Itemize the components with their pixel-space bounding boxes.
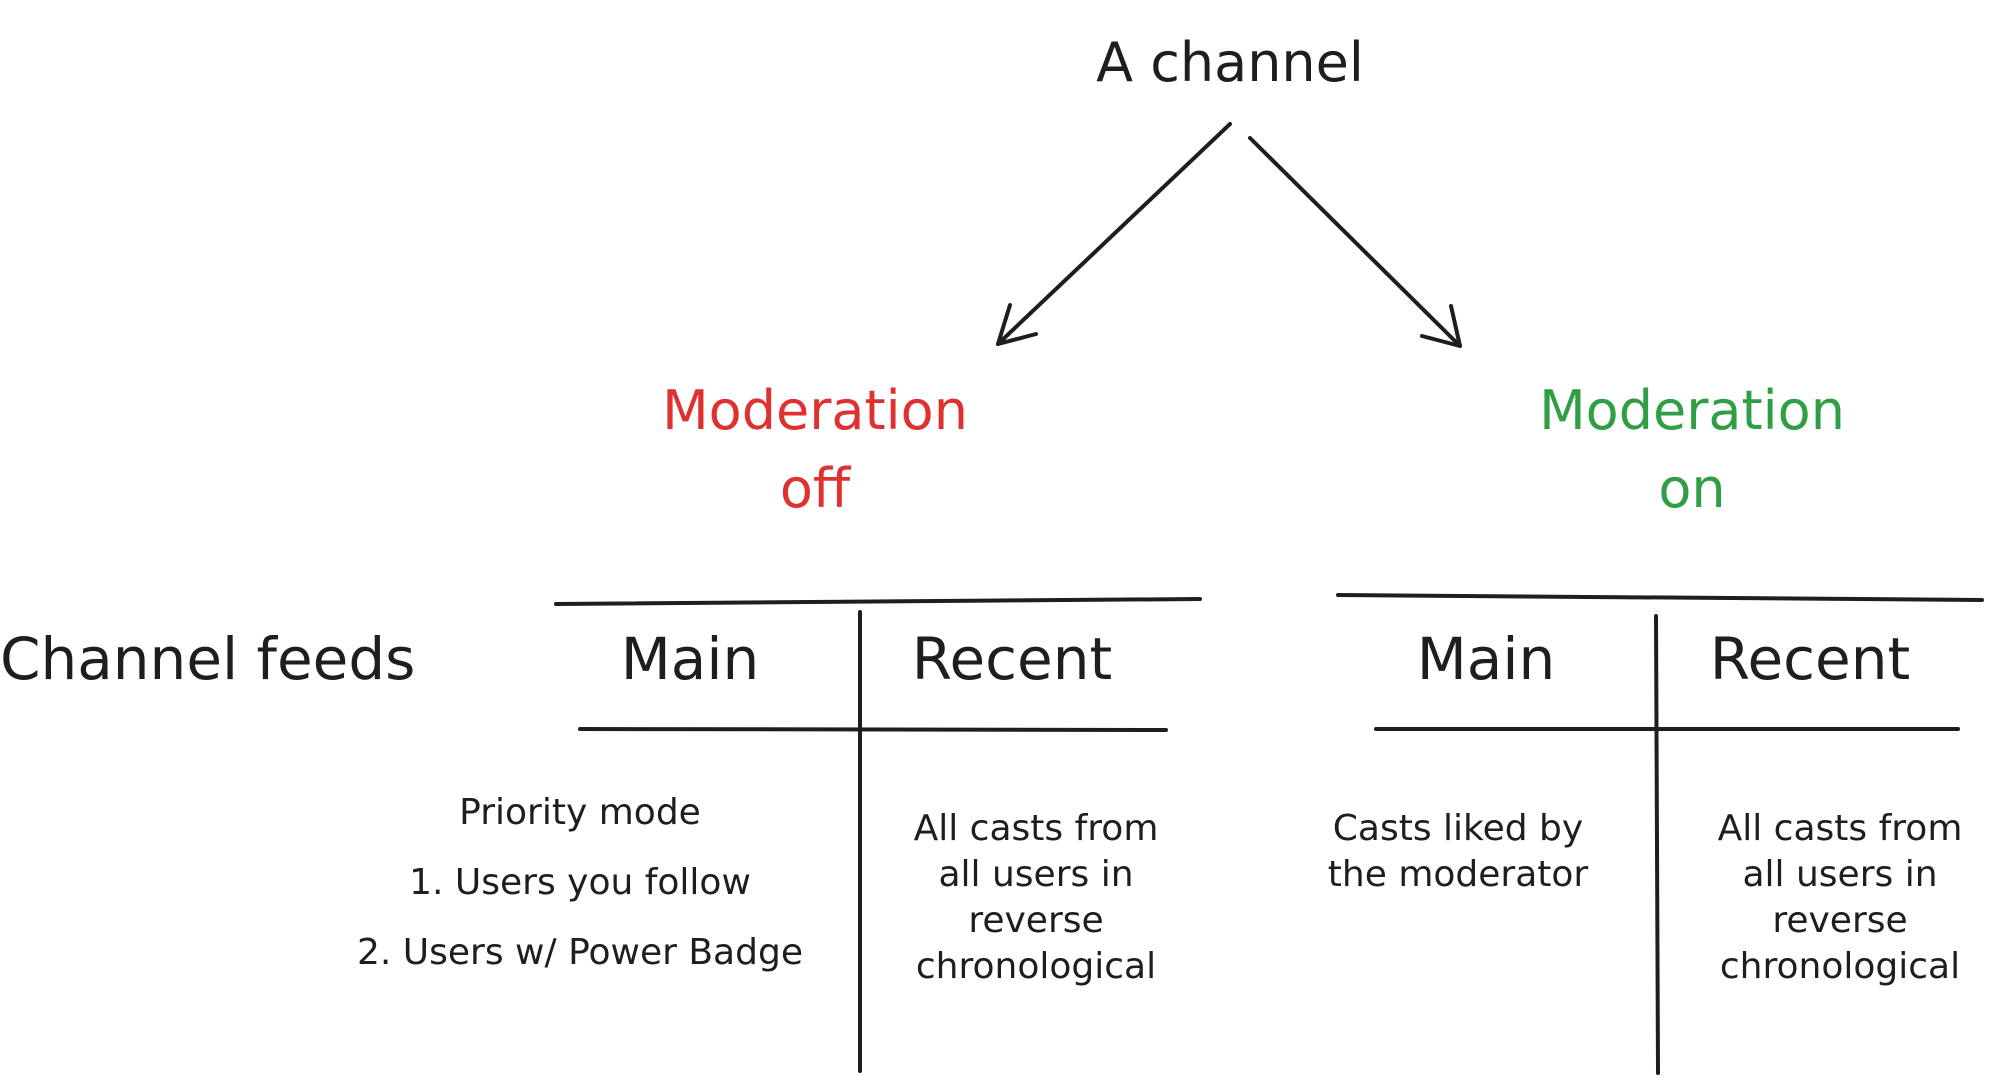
root-node-label: A channel xyxy=(1096,31,1364,94)
branch-moderation-on: Moderation on xyxy=(1539,372,1845,528)
branch-off-line2: off xyxy=(779,457,851,520)
cell-line: reverse xyxy=(968,900,1104,941)
cell-line: All casts from xyxy=(1717,808,1963,849)
branch-on-line1: Moderation xyxy=(1539,379,1845,442)
table-on-recent-cell: All casts from all users in reverse chro… xyxy=(1718,806,1963,990)
arrow-to-moderation-off xyxy=(996,122,1232,346)
table-on-col-recent: Recent xyxy=(1709,625,1911,693)
branch-moderation-off: Moderation off xyxy=(662,372,968,528)
cell-line: chronological xyxy=(915,946,1157,987)
cell-line: reverse xyxy=(1772,900,1908,941)
table-off-main-cell: Priority mode 1. Users you follow 2. Use… xyxy=(357,790,803,1000)
table-off-col-main: Main xyxy=(620,625,760,693)
table-off-recent-cell: All casts from all users in reverse chro… xyxy=(914,806,1159,990)
priority-mode-title: Priority mode xyxy=(459,792,701,833)
cell-line: Casts liked by xyxy=(1332,808,1584,849)
cell-line: all users in xyxy=(938,854,1134,895)
table-on-col-main: Main xyxy=(1416,625,1556,693)
table-on-lines xyxy=(1336,593,1984,1075)
cell-line: the moderator xyxy=(1327,854,1589,895)
branch-on-line2: on xyxy=(1658,457,1726,520)
table-on-main-cell: Casts liked by the moderator xyxy=(1328,806,1588,898)
cell-line: all users in xyxy=(1742,854,1938,895)
branch-off-line1: Moderation xyxy=(662,379,968,442)
arrow-to-moderation-on xyxy=(1248,136,1462,348)
priority-item-2: 2. Users w/ Power Badge xyxy=(357,932,803,973)
table-off-col-recent: Recent xyxy=(911,625,1113,693)
cell-line: All casts from xyxy=(913,808,1159,849)
row-label-channel-feeds: Channel feeds xyxy=(0,625,416,693)
priority-item-1: 1. Users you follow xyxy=(409,862,751,903)
table-off-lines xyxy=(554,597,1202,1073)
cell-line: chronological xyxy=(1719,946,1961,987)
